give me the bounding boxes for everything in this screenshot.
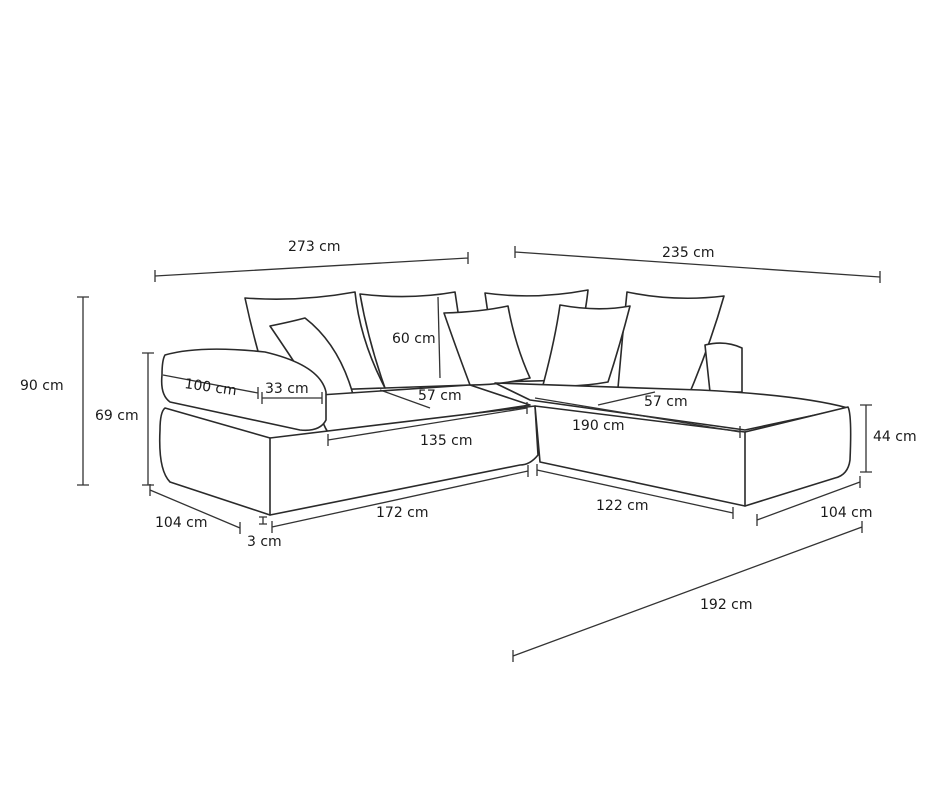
label-back-cushion-height: 60 cm [392, 331, 436, 347]
label-seat-width-right: 190 cm [572, 418, 625, 434]
label-chaise-length: 192 cm [700, 597, 753, 613]
label-total-width-left: 273 cm [288, 239, 341, 255]
label-arm-height: 69 cm [95, 408, 139, 424]
label-depth-right: 104 cm [820, 505, 873, 521]
label-total-width-right: 235 cm [662, 245, 715, 261]
label-total-height: 90 cm [20, 378, 64, 394]
label-seat-width-left: 135 cm [420, 433, 473, 449]
label-seat-depth-left: 57 cm [418, 388, 462, 404]
left-base [158, 405, 539, 516]
label-leg-height: 3 cm [247, 534, 282, 550]
label-front-length-left: 172 cm [376, 505, 429, 521]
label-depth-left: 104 cm [155, 515, 208, 531]
label-seat-height: 44 cm [873, 429, 917, 445]
label-arm-width: 33 cm [265, 381, 309, 397]
throw-pillows [269, 304, 631, 411]
label-arm-length: 100 cm [183, 376, 237, 399]
label-front-length-right: 122 cm [596, 498, 649, 514]
label-seat-depth-right: 57 cm [644, 394, 688, 410]
dimension-lines [77, 246, 881, 662]
right-base [534, 405, 852, 507]
